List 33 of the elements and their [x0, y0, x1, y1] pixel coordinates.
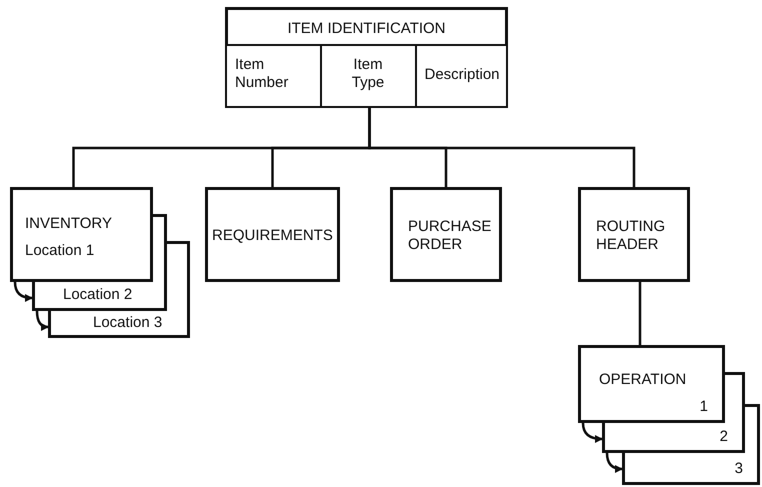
connector-line: [638, 282, 642, 345]
field-cell: [415, 44, 508, 108]
record-box: [622, 453, 760, 485]
record-box: [578, 187, 690, 282]
record-title: PURCHASE ORDER: [408, 218, 492, 254]
record-title: Location 3: [93, 314, 162, 332]
record-title: REQUIREMENTS: [212, 227, 333, 245]
record-title: Item Number: [235, 56, 290, 92]
curved-arrow: [582, 422, 603, 443]
record-title: INVENTORY: [25, 215, 112, 233]
record-title: Item Type: [350, 56, 386, 92]
record-box: [205, 187, 340, 282]
record-title: 2: [720, 428, 728, 446]
record-box: [602, 423, 745, 453]
record-label: Location 1: [25, 242, 94, 260]
record-label: 1: [700, 398, 708, 416]
record-box: [225, 7, 508, 105]
record-box: [10, 187, 153, 282]
curved-arrow: [606, 452, 623, 473]
record-box: [578, 345, 725, 423]
record-title: ITEM IDENTIFICATION: [286, 20, 447, 38]
record-box: [32, 282, 167, 311]
record-box: [48, 311, 190, 338]
record-title: ROUTING HEADER: [596, 218, 666, 254]
curved-arrow: [14, 282, 33, 302]
record-box: [390, 187, 502, 282]
field-cell: [225, 44, 323, 108]
record-title: OPERATION: [599, 371, 686, 389]
record-title: Description: [423, 66, 501, 84]
record-title: 3: [734, 460, 743, 478]
field-cell: [320, 44, 418, 108]
curved-arrow: [36, 310, 49, 331]
record-title: Location 2: [63, 286, 132, 304]
